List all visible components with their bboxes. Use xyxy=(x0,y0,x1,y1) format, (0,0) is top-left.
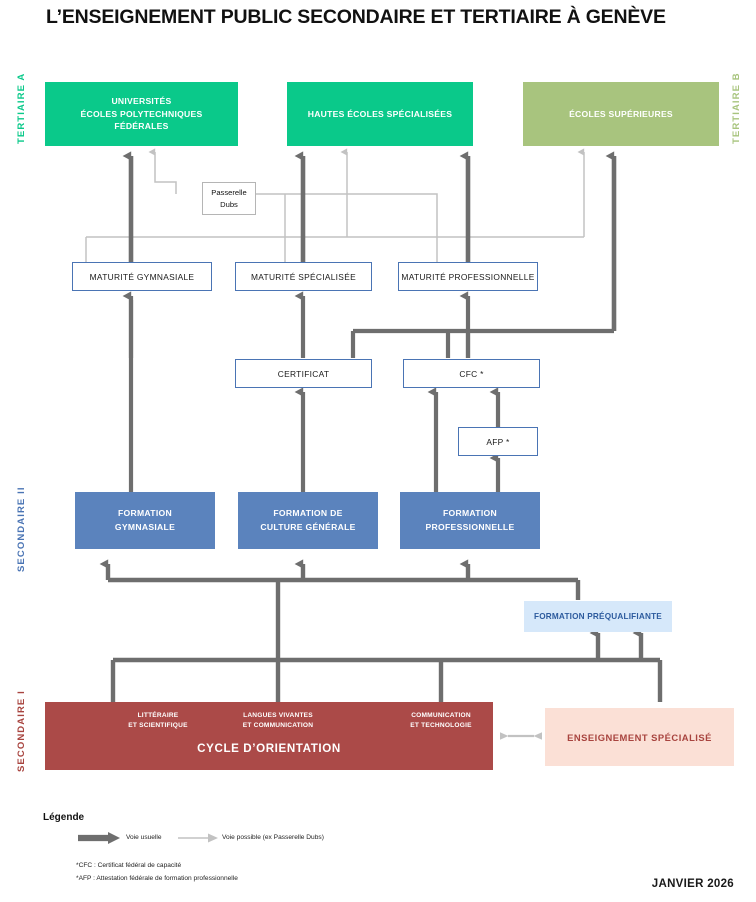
box-enseignement-specialise[interactable]: ENSEIGNEMENT SPÉCIALISÉ xyxy=(545,708,734,766)
maturite-specialisee-label: MATURITÉ SPÉCIALISÉE xyxy=(251,271,356,282)
box-formation-gymnasiale[interactable]: FORMATION GYMNASIALE xyxy=(75,492,215,549)
box-maturite-specialisee[interactable]: MATURITÉ SPÉCIALISÉE xyxy=(235,262,372,291)
passerelle-line-2: Dubs xyxy=(220,199,238,209)
box-universites-line-3: FÉDÉRALES xyxy=(114,121,169,132)
cfc-label: CFC * xyxy=(459,368,484,379)
maturite-professionnelle-label: MATURITÉ PROFESSIONNELLE xyxy=(401,271,535,282)
box-ecoles-superieures-label: ÉCOLES SUPÉRIEURES xyxy=(569,108,673,119)
side-label-secondaire-i: SECONDAIRE I xyxy=(16,690,27,772)
formation-culture-generale-line-1: FORMATION DE xyxy=(273,508,343,519)
page-title: L’ENSEIGNEMENT PUBLIC SECONDAIRE ET TERT… xyxy=(46,6,666,28)
co-option-2-line-1: LANGUES VIVANTES xyxy=(243,712,313,719)
side-label-secondaire-ii: SECONDAIRE II xyxy=(16,486,27,572)
co-option-1-line-1: LITTÉRAIRE xyxy=(137,712,179,719)
box-universites[interactable]: UNIVERSITÉS ÉCOLES POLYTECHNIQUES FÉDÉRA… xyxy=(45,82,238,146)
box-certificat[interactable]: CERTIFICAT xyxy=(235,359,372,388)
formation-professionnelle-line-2: PROFESSIONNELLE xyxy=(425,521,515,532)
box-universites-line-2: ÉCOLES POLYTECHNIQUES xyxy=(80,108,203,119)
co-option-2-line-2: ET COMMUNICATION xyxy=(242,722,314,730)
cycle-orientation-label: CYCLE D’ORIENTATION xyxy=(197,742,341,755)
box-ecoles-superieures[interactable]: ÉCOLES SUPÉRIEURES xyxy=(523,82,719,146)
side-label-tertiaire-a: TERTIAIRE A xyxy=(16,72,27,144)
box-formation-prequalifiante[interactable]: FORMATION PRÉQUALIFIANTE xyxy=(524,601,672,632)
legend-voie-usuelle-label: Voie usuelle xyxy=(126,834,162,841)
box-afp[interactable]: AFP * xyxy=(458,427,538,456)
co-option-3-line-1: COMMUNICATION xyxy=(411,712,471,719)
box-universites-line-1: UNIVERSITÉS xyxy=(111,95,172,106)
co-option-1-line-2: ET SCIENTIFIQUE xyxy=(128,722,188,730)
co-option-3-line-2: ET TECHNOLOGIE xyxy=(410,722,472,730)
box-hautes-ecoles-specialisees[interactable]: HAUTES ÉCOLES SPÉCIALISÉES xyxy=(287,82,473,146)
box-cycle-orientation[interactable]: LITTÉRAIRE ET SCIENTIFIQUE LANGUES VIVAN… xyxy=(45,702,493,770)
afp-label: AFP * xyxy=(486,436,510,447)
box-hes-label: HAUTES ÉCOLES SPÉCIALISÉES xyxy=(307,108,453,119)
co-option-litteraire-scientifique: LITTÉRAIRE ET SCIENTIFIQUE xyxy=(83,711,233,731)
maturite-gymnasiale-label: MATURITÉ GYMNASIALE xyxy=(89,271,195,282)
formation-professionnelle-line-1: FORMATION xyxy=(442,508,498,519)
certificat-label: CERTIFICAT xyxy=(277,368,330,379)
co-option-langues-vivantes: LANGUES VIVANTES ET COMMUNICATION xyxy=(203,711,353,731)
co-option-communication-technologie: COMMUNICATION ET TECHNOLOGIE xyxy=(366,711,516,731)
formation-culture-generale-line-2: CULTURE GÉNÉRALE xyxy=(260,521,356,532)
formation-gymnasiale-line-2: GYMNASIALE xyxy=(114,521,176,532)
date-stamp: JANVIER 2026 xyxy=(651,878,734,890)
legend-note-cfc: *CFC : Certificat fédéral de capacité xyxy=(76,862,182,869)
legend-note-afp: *AFP : Attestation fédérale de formation… xyxy=(76,875,238,882)
legend-voie-possible-label: Voie possible (ex Passerelle Dubs) xyxy=(222,834,324,841)
enseignement-specialise-label: ENSEIGNEMENT SPÉCIALISÉ xyxy=(567,731,712,743)
box-passerelle-dubs[interactable]: Passerelle Dubs xyxy=(202,182,256,215)
legend-title: Légende xyxy=(43,812,85,823)
box-formation-culture-generale[interactable]: FORMATION DE CULTURE GÉNÉRALE xyxy=(238,492,378,549)
passerelle-line-1: Passerelle xyxy=(211,188,247,198)
side-label-tertiaire-b: TERTIAIRE B xyxy=(731,72,742,144)
box-maturite-gymnasiale[interactable]: MATURITÉ GYMNASIALE xyxy=(72,262,212,291)
box-maturite-professionnelle[interactable]: MATURITÉ PROFESSIONNELLE xyxy=(398,262,538,291)
box-formation-professionnelle[interactable]: FORMATION PROFESSIONNELLE xyxy=(400,492,540,549)
formation-gymnasiale-line-1: FORMATION xyxy=(117,508,173,519)
formation-prequalifiante-label: FORMATION PRÉQUALIFIANTE xyxy=(534,612,662,621)
box-cfc[interactable]: CFC * xyxy=(403,359,540,388)
